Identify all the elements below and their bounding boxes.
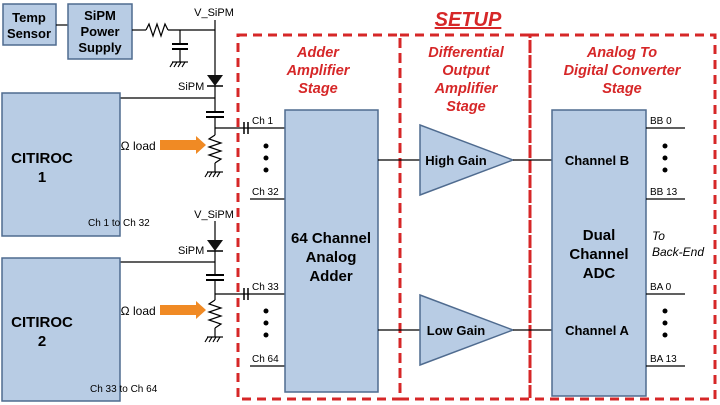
- low-gain-label: Low Gain: [427, 323, 486, 338]
- to-backend-label-1: To: [652, 229, 665, 243]
- ba-dots: [662, 308, 668, 338]
- sipm-diode-bottom: [207, 240, 223, 251]
- ba13-label: BA 13: [650, 354, 677, 365]
- analog-adder-block: [284, 109, 379, 393]
- diff-stage-box: [398, 33, 532, 401]
- sipm-diode-top: [207, 75, 223, 86]
- ch-dots-upper: [263, 143, 269, 173]
- citiroc-2-block: [1, 257, 121, 402]
- sipm-label-top: SiPM: [178, 81, 204, 93]
- citiroc-1-label: CITIROC: [11, 150, 73, 167]
- diff-stage-title-1: Differential: [428, 45, 504, 61]
- load-arrow-bottom: [160, 301, 206, 319]
- citiroc-1-range: Ch 1 to Ch 32: [88, 218, 150, 229]
- adc-stage-title-2: Digital Converter: [564, 63, 682, 79]
- adc-stage-box: [528, 33, 717, 401]
- dual-channel-adc-block: [551, 109, 647, 397]
- v-sipm-label-bottom: V_SiPM: [194, 209, 234, 221]
- adder-stage-box: [236, 33, 402, 401]
- channel-b-label: Channel B: [565, 153, 629, 168]
- ch-dots-lower: [263, 308, 269, 338]
- ch33-label: Ch 33: [252, 282, 279, 293]
- adder-label-3: Adder: [309, 268, 353, 285]
- bb-dots: [662, 143, 668, 173]
- to-backend-label-2: Back-End: [652, 245, 704, 259]
- v-sipm-label-top: V_SiPM: [194, 7, 234, 19]
- adder-label-2: Analog: [306, 249, 357, 266]
- high-gain-amplifier: [419, 123, 516, 197]
- bb13-label: BB 13: [650, 187, 678, 198]
- high-gain-label: High Gain: [425, 153, 486, 168]
- temp-sensor-label-1: Temp: [12, 10, 46, 25]
- citiroc-2-label: CITIROC: [11, 314, 73, 331]
- citiroc-2-range: Ch 33 to Ch 64: [90, 384, 158, 395]
- adc-label-2: Channel: [569, 246, 628, 263]
- low-gain-amplifier: [419, 293, 516, 367]
- adder-stage-title-2: Amplifier: [286, 63, 351, 79]
- sipm-label-bottom: SiPM: [178, 245, 204, 257]
- citiroc-1-block: [1, 92, 121, 237]
- diff-stage-title-4: Stage: [446, 99, 486, 115]
- diff-stage-title-3: Amplifier: [434, 81, 499, 97]
- sipm-power-label-2: Power: [80, 24, 119, 39]
- ch32-label: Ch 32: [252, 187, 279, 198]
- load-arrow-top: [160, 136, 206, 154]
- title-setup: SETUP: [435, 9, 502, 31]
- adc-stage-title-3: Stage: [602, 81, 642, 97]
- adc-label-1: Dual: [583, 227, 616, 244]
- citiroc-1-number: 1: [38, 169, 46, 186]
- ch64-label: Ch 64: [252, 354, 279, 365]
- adder-label-1: 64 Channel: [291, 230, 371, 247]
- sipm-power-supply-block: [67, 3, 133, 60]
- adder-stage-title-1: Adder: [296, 45, 340, 61]
- sipm-power-label-3: Supply: [78, 40, 122, 55]
- bb0-label: BB 0: [650, 116, 672, 127]
- ba0-label: BA 0: [650, 282, 672, 293]
- adder-stage-title-3: Stage: [298, 81, 338, 97]
- adc-label-3: ADC: [583, 265, 616, 282]
- stage-boxes: [236, 33, 717, 401]
- adc-stage-title-1: Analog To: [586, 45, 657, 61]
- channel-a-label: Channel A: [565, 323, 629, 338]
- citiroc-2-number: 2: [38, 333, 46, 350]
- temp-sensor-label-2: Sensor: [7, 26, 51, 41]
- ch1-label: Ch 1: [252, 116, 274, 127]
- supply-filter: [132, 20, 216, 75]
- diff-stage-title-2: Output: [442, 63, 491, 79]
- sipm-power-label-1: SiPM: [84, 8, 116, 23]
